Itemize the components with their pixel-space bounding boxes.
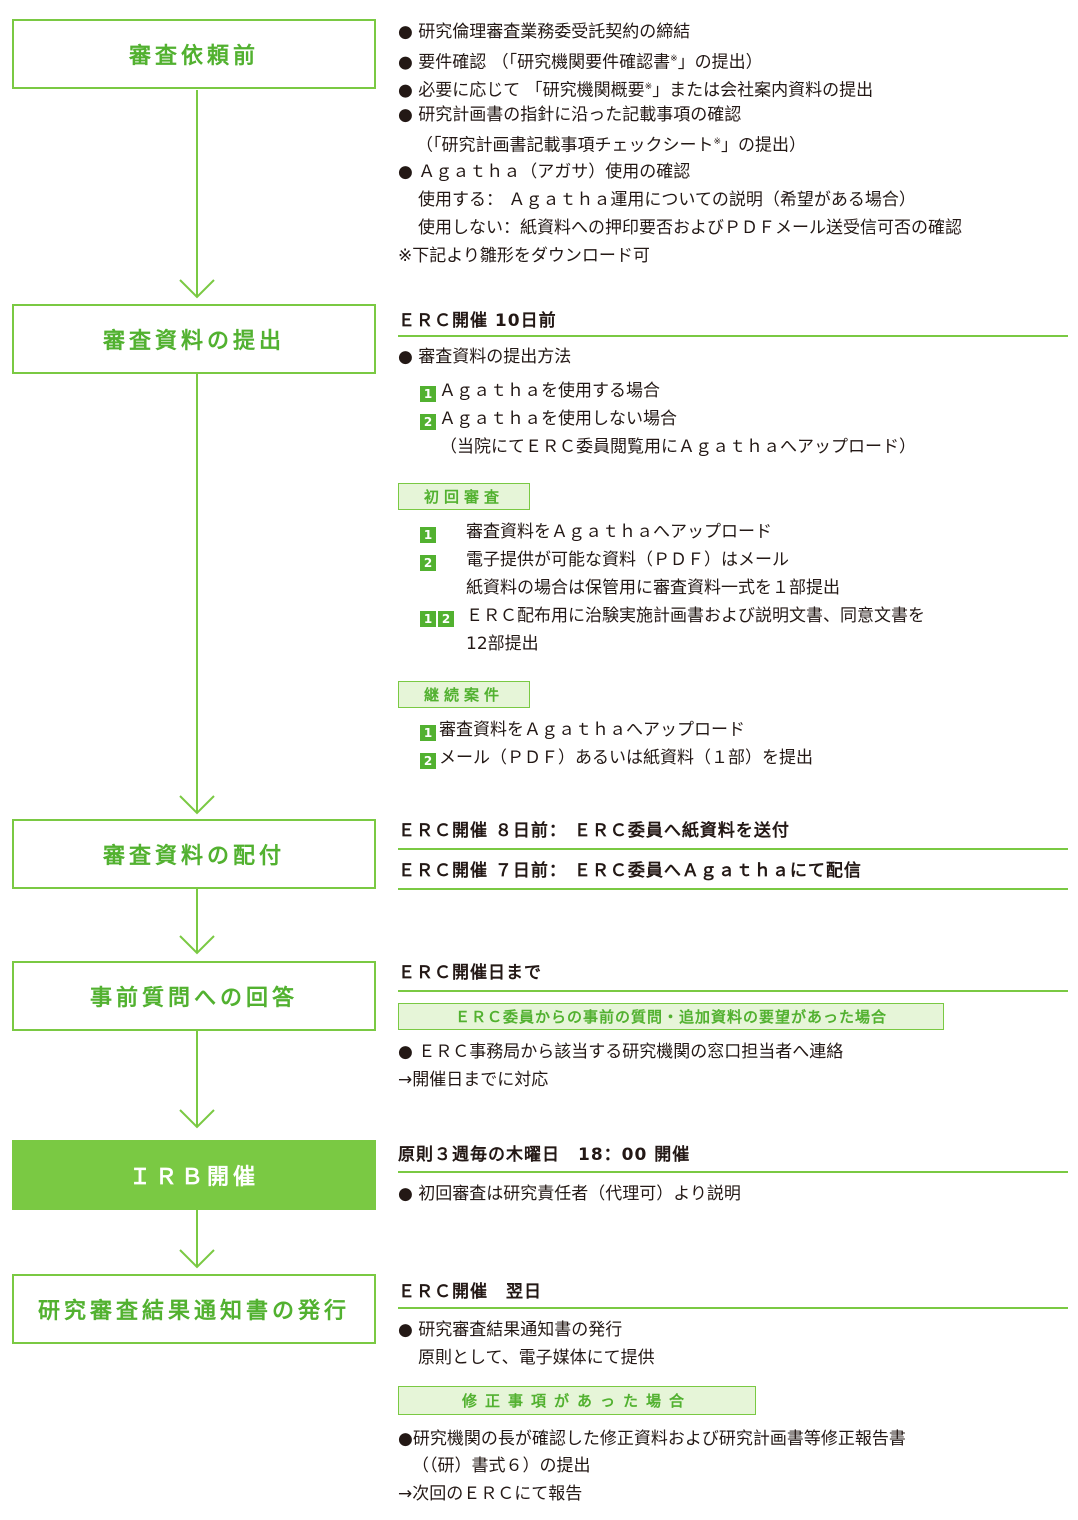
step-label: 審査資料の配付 xyxy=(102,844,285,869)
sec1-line: ● 研究倫理審査業務委受託契約の締結 xyxy=(398,22,691,42)
divider xyxy=(398,848,1068,850)
tag-correction-case: 修正事項があった場合 xyxy=(398,1386,756,1415)
step-distribute-documents: 審査資料の配付 xyxy=(12,819,376,889)
arrow-down-icon xyxy=(179,1109,215,1129)
sec2-initial-item: 電子提供が可能な資料（ＰＤＦ）はメール xyxy=(466,550,789,570)
step-label: ＩＲＢ開催 xyxy=(128,1165,259,1190)
step-label: 事前質問への回答 xyxy=(89,986,298,1011)
tag-pre-question: ＥＲＣ委員からの事前の質問・追加資料の要望があった場合 xyxy=(398,1003,944,1030)
sec2-header: ＥＲＣ開催 10日前 xyxy=(398,311,557,331)
sec6-line: （（研）書式６）の提出 xyxy=(412,1456,591,1476)
sec1-line: ※下記より雛形をダウンロード可 xyxy=(398,246,650,266)
arrow-down-icon xyxy=(179,279,215,299)
sec4-line: →開催日までに対応 xyxy=(398,1070,549,1090)
sec6-header: ＥＲＣ開催 翌日 xyxy=(398,1282,542,1302)
sec1-line: 使用する： Ａｇａｔｈａ運用についての説明（希望がある場合） xyxy=(418,190,916,210)
divider xyxy=(398,1307,1068,1309)
divider xyxy=(398,335,1068,337)
step-before-request: 審査依頼前 xyxy=(12,19,376,89)
step-label: 審査資料の提出 xyxy=(102,329,285,354)
sec1-line: ● 必要に応じて 「研究機関概要※」または会社案内資料の提出 xyxy=(398,80,874,101)
step-submit-documents: 審査資料の提出 xyxy=(12,304,376,374)
sec1-line: 使用しない：紙資料への押印要否およびＰＤＦメール送受信可否の確認 xyxy=(418,218,962,238)
sec6-line: →次回のＥＲＣにて報告 xyxy=(398,1484,583,1504)
sec2-initial-item: 12部提出 xyxy=(466,634,539,654)
arrow-down-icon xyxy=(179,795,215,815)
sec2-initial-item: 2 xyxy=(420,549,439,571)
sec2-initial-item: 審査資料をＡｇａｔｈａへアップロード xyxy=(466,522,772,542)
sec2-initial-item: 1 xyxy=(420,521,439,543)
sec2-initial-item: ＥＲＣ配布用に治験実施計画書および説明文書、同意文書を xyxy=(466,606,925,626)
step-issue-result-notice: 研究審査結果通知書の発行 xyxy=(12,1274,376,1344)
arrow-down-icon xyxy=(179,1249,215,1269)
sec5-line: ● 初回審査は研究責任者（代理可）より説明 xyxy=(398,1184,741,1204)
sec1-line: （「研究計画書記載事項チェックシート※」の提出） xyxy=(416,135,807,156)
step-label: 審査依頼前 xyxy=(128,44,259,69)
arrow-down-icon xyxy=(179,935,215,955)
sec1-line: ● 要件確認 （「研究機関要件確認書※」の提出） xyxy=(398,52,763,73)
sec2-bullet: ● 審査資料の提出方法 xyxy=(398,347,572,367)
sec5-header: 原則３週毎の木曜日 18：00 開催 xyxy=(398,1145,691,1165)
divider xyxy=(398,990,1068,992)
tag-continuing-case: 継続案件 xyxy=(398,681,530,708)
tag-initial-review: 初回審査 xyxy=(398,483,530,510)
step-irb-meeting: ＩＲＢ開催 xyxy=(12,1140,376,1210)
step-label: 研究審査結果通知書の発行 xyxy=(37,1299,350,1324)
sec4-line: ● ＥＲＣ事務局から該当する研究機関の窓口担当者へ連絡 xyxy=(398,1042,844,1062)
sec6-line: ● 研究審査結果通知書の発行 xyxy=(398,1320,623,1340)
sec2-initial-item: 紙資料の場合は保管用に審査資料一式を１部提出 xyxy=(466,578,840,598)
sec2-option-note: （当院にてＥＲＣ委員閲覧用にＡｇａｔｈａへアップロード） xyxy=(440,437,916,457)
divider xyxy=(398,888,1068,890)
sec6-line: 原則として、電子媒体にて提供 xyxy=(418,1348,655,1368)
step-answer-questions: 事前質問への回答 xyxy=(12,961,376,1031)
sec1-line: ● Ａｇａｔｈａ（アガサ）使用の確認 xyxy=(398,162,691,182)
sec3-line: ＥＲＣ開催 ８日前： ＥＲＣ委員へ紙資料を送付 xyxy=(398,821,790,841)
sec6-line: ●研究機関の長が確認した修正資料および研究計画書等修正報告書 xyxy=(398,1429,906,1449)
sec1-line: ● 研究計画書の指針に沿った記載事項の確認 xyxy=(398,105,742,125)
divider xyxy=(398,1171,1068,1173)
sec3-line: ＥＲＣ開催 ７日前： ＥＲＣ委員へＡｇａｔｈａにて配信 xyxy=(398,861,862,881)
sec4-header: ＥＲＣ開催日まで xyxy=(398,963,542,983)
